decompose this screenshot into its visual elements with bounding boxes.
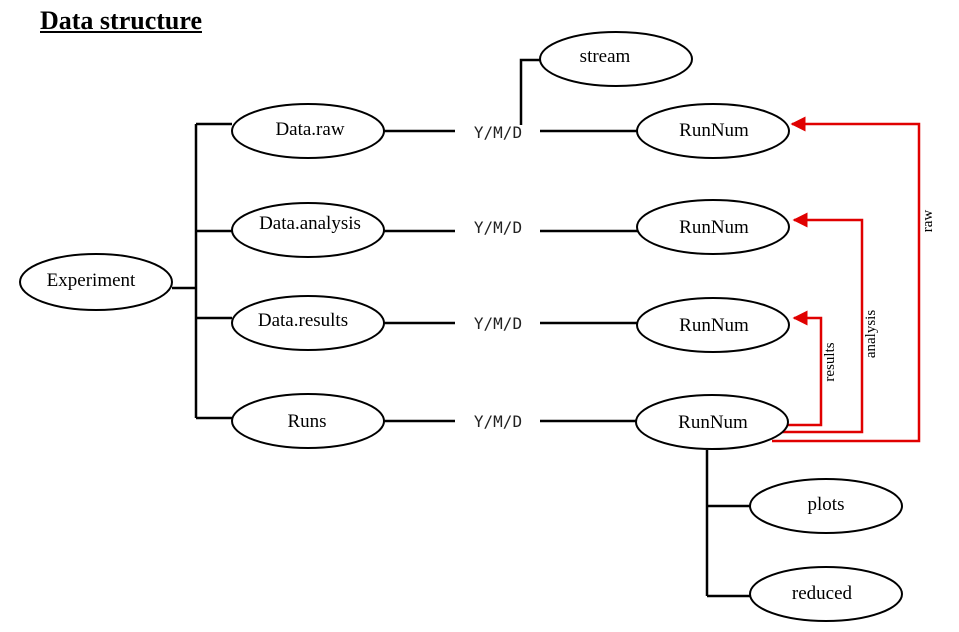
results-link-label: results (822, 342, 838, 381)
svg-text:Runs: Runs (287, 411, 326, 432)
node-runnum-results: RunNum (636, 297, 790, 353)
runnum-children-lines (705, 450, 750, 598)
ymd-label-analysis: Y/M/D (474, 218, 522, 237)
red-links (772, 116, 921, 443)
node-reduced: reduced (749, 566, 903, 622)
svg-text:stream: stream (580, 46, 631, 67)
node-data-analysis: Data.analysis (231, 202, 385, 258)
svg-text:Data.analysis: Data.analysis (259, 213, 361, 234)
experiment-tree-lines (172, 122, 232, 420)
node-runnum-raw: RunNum (636, 103, 790, 159)
raw-link-arrow (772, 116, 921, 443)
node-data-results: Data.results (231, 295, 385, 351)
svg-text:RunNum: RunNum (679, 120, 749, 141)
svg-text:RunNum: RunNum (679, 315, 749, 336)
date-connectors (384, 58, 638, 423)
analysis-link-label: analysis (863, 310, 879, 358)
svg-text:plots: plots (808, 494, 845, 515)
svg-text:reduced: reduced (792, 583, 853, 604)
node-data-raw: Data.raw (231, 103, 385, 159)
node-runnum-runs: RunNum (635, 394, 789, 450)
analysis-link-arrow (780, 212, 864, 434)
node-plots: plots (749, 478, 903, 534)
results-link-arrow (788, 310, 823, 427)
svg-text:RunNum: RunNum (679, 217, 749, 238)
node-runs: Runs (231, 393, 385, 449)
svg-text:RunNum: RunNum (678, 412, 748, 433)
ymd-label-results: Y/M/D (474, 314, 522, 333)
node-experiment: Experiment (19, 253, 173, 311)
ymd-label-runs: Y/M/D (474, 412, 522, 431)
svg-text:Experiment: Experiment (47, 270, 136, 291)
node-stream: stream (539, 31, 693, 87)
ymd-label-raw: Y/M/D (474, 123, 522, 142)
node-runnum-analysis: RunNum (636, 199, 790, 255)
svg-text:Data.raw: Data.raw (275, 119, 344, 140)
raw-link-label: raw (920, 210, 936, 233)
svg-text:Data.results: Data.results (258, 310, 348, 331)
diagram-title: Data structure (40, 6, 202, 35)
